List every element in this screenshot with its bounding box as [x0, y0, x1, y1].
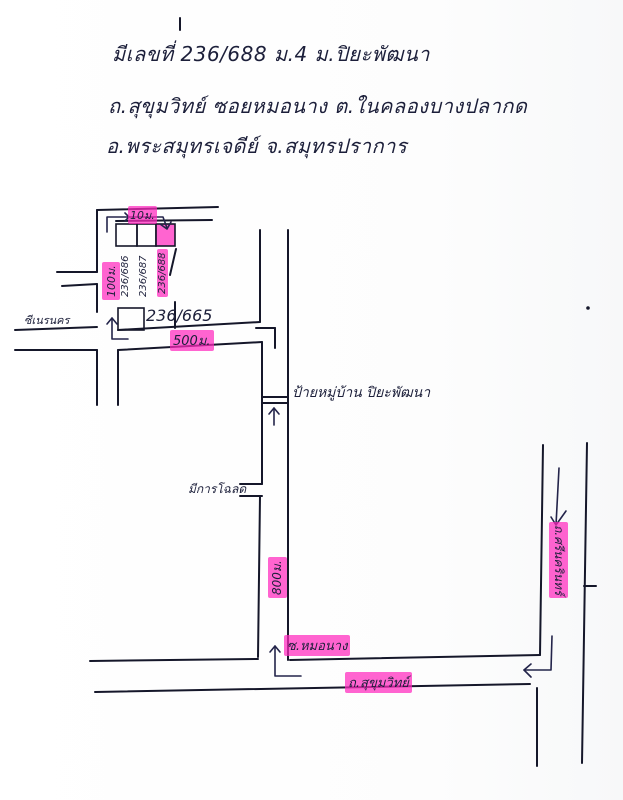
distance-800m-label: 800ม. — [268, 557, 287, 598]
village-road-left-lower — [257, 495, 261, 658]
plot-665-label: 236/665 — [146, 306, 213, 325]
arrow-icon — [555, 467, 560, 526]
address-line-1: มีเลขที่ 236/688 ม.4 ม.ปิยะพัฒนา — [112, 42, 430, 66]
sukhumvit-north-left — [89, 658, 259, 662]
address-line-3: อ.พระสมุทรเจดีย์ จ.สมุทรปราการ — [106, 134, 408, 158]
arrow-icon — [268, 407, 280, 415]
arrow-icon — [269, 645, 281, 653]
plot-688-label: 236/688 — [157, 249, 168, 297]
arrow-icon — [523, 663, 532, 678]
left-street-1b — [61, 283, 98, 287]
plot-divider — [169, 248, 177, 276]
srinagarindra-road-label: ถ.ศรีนครินทร์ — [549, 522, 568, 599]
left-branch-label: มีการโฉลด — [188, 482, 247, 496]
road-top-edge — [96, 206, 219, 211]
arrow-icon — [274, 645, 302, 677]
soi-upper-edge — [117, 321, 261, 331]
plot-687-label: 236/687 — [138, 255, 149, 297]
plot-686-label: 236/686 — [120, 255, 131, 297]
arrow-icon — [159, 221, 172, 230]
left-street-2a — [14, 326, 98, 331]
sukhumvit-south — [94, 683, 531, 693]
arrow-icon — [523, 635, 553, 671]
depth-100m-label: 100ม. — [102, 262, 120, 300]
left-road-label: ซีเนรนคร — [24, 314, 70, 327]
right-road-west-upper — [539, 444, 544, 656]
village-gate-label: ป้ายหมู่บ้าน ปิยะพัฒนา — [292, 385, 431, 401]
distance-500m-label: 500ม. — [170, 330, 214, 351]
right-road-east — [581, 442, 588, 764]
width-10m-label: 10ม. — [128, 206, 157, 224]
soi-mo-nang-label: ซ.หมอนาง — [284, 635, 351, 656]
sukhumvit-north-right — [289, 654, 541, 661]
sukhumvit-road-label: ถ.สุขุมวิทย์ — [345, 672, 412, 693]
pen-dot — [586, 306, 590, 310]
arrow-icon — [111, 317, 129, 340]
arrow-icon — [106, 317, 118, 325]
address-line-2: ถ.สุขุมวิทย์ ซอยหมอนาง ต.ในคลองบางปลากด — [108, 94, 528, 118]
